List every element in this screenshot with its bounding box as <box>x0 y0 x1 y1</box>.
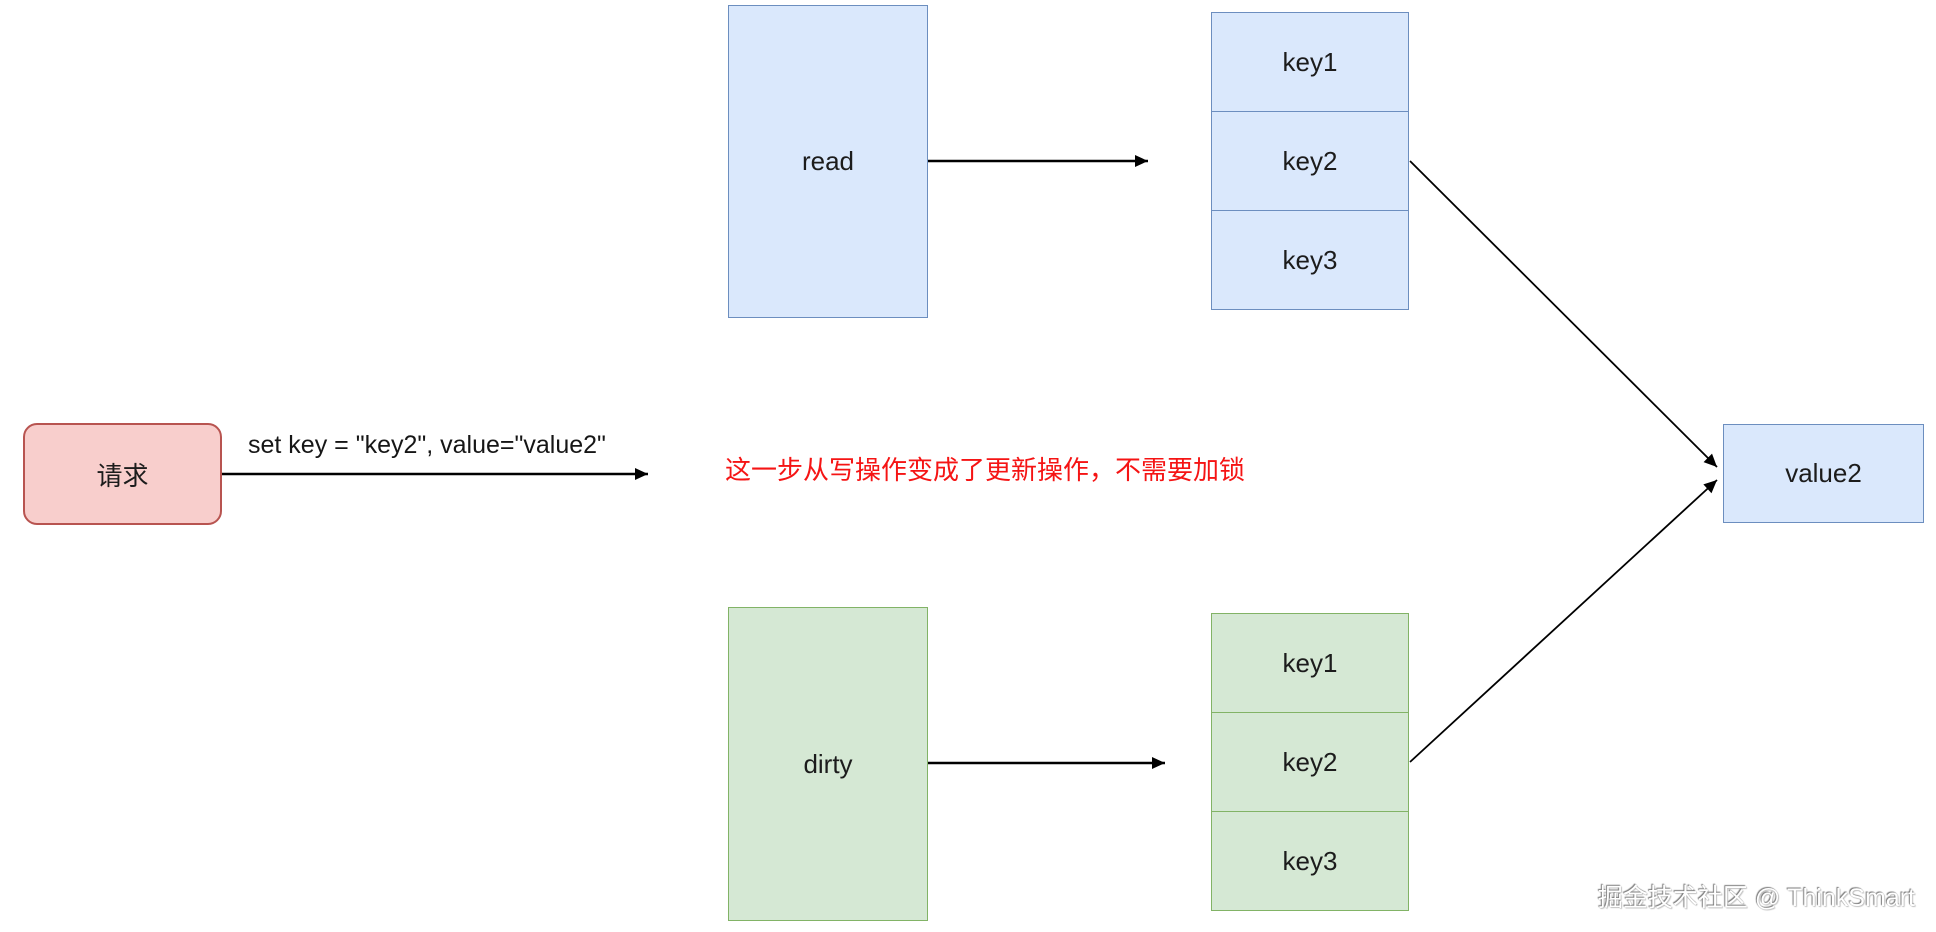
read-map-label: read <box>801 146 855 176</box>
dirty-key2-label: key2 <box>1282 746 1338 777</box>
read-key-cell: key2 <box>1211 111 1409 211</box>
value2-label: value2 <box>1785 458 1862 488</box>
read-map-box: read <box>728 5 928 318</box>
request-box-label: 请求 <box>96 460 149 491</box>
request-arrow-label: set key = "key2", value="value2" <box>248 431 606 459</box>
dirty-map-label: dirty <box>803 748 853 779</box>
read-key-list: key1 key2 key3 <box>1211 12 1409 310</box>
dirty-key-cell: key1 <box>1211 613 1409 713</box>
dirty-map-box: dirty <box>728 607 928 921</box>
dirty-key1-label: key1 <box>1282 647 1338 678</box>
dirty-key3-label: key3 <box>1282 845 1338 876</box>
watermark: 掘金技术社区 @ ThinkSmart <box>1597 884 1915 912</box>
read-key3-label: key3 <box>1282 244 1338 275</box>
dirty-key2-to-value2-arrow <box>1409 479 1718 763</box>
no-lock-annotation: 这一步从写操作变成了更新操作，不需要加锁 <box>725 455 1246 485</box>
read-key1-label: key1 <box>1282 46 1338 77</box>
request-box: 请求 <box>23 423 222 525</box>
read-key-cell: key1 <box>1211 12 1409 112</box>
read-key2-label: key2 <box>1282 145 1338 176</box>
read-key-cell: key3 <box>1211 210 1409 310</box>
value2-box: value2 <box>1723 424 1924 523</box>
dirty-key-cell: key3 <box>1211 811 1409 911</box>
dirty-key-list: key1 key2 key3 <box>1211 613 1409 911</box>
read-key2-to-value2-arrow <box>1409 160 1718 468</box>
dirty-key-cell: key2 <box>1211 712 1409 812</box>
